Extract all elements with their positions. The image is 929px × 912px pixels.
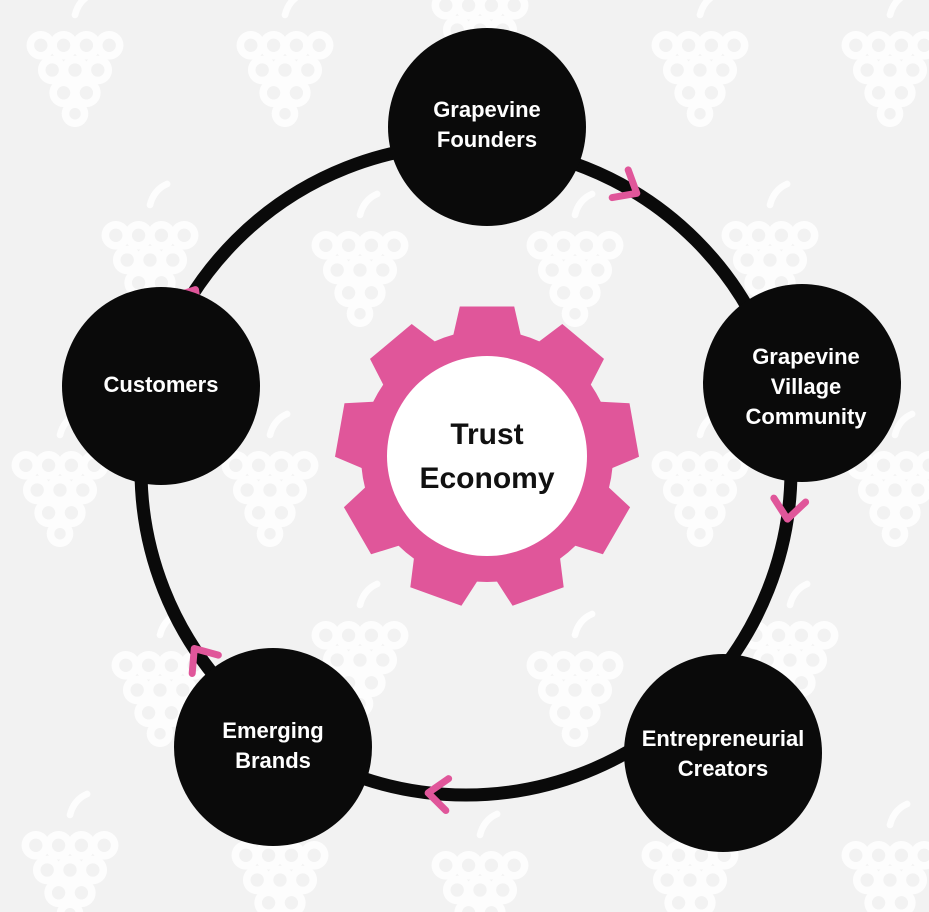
node-label: Creators xyxy=(678,756,768,781)
chevron-arrow-icon xyxy=(608,166,641,202)
node-customers: Customers xyxy=(62,287,260,485)
node-label: Entrepreneurial xyxy=(642,726,805,751)
node-label: Grapevine xyxy=(433,97,541,122)
node-label: Community xyxy=(746,404,868,429)
node-label: Emerging xyxy=(222,718,323,743)
center-hub xyxy=(387,356,587,556)
node-grapevine-founders: Grapevine Founders xyxy=(388,28,586,226)
gear-icon: Trust Economy xyxy=(335,306,639,606)
node-label: Village xyxy=(771,374,842,399)
node-label: Founders xyxy=(437,127,537,152)
node-label: Customers xyxy=(104,372,219,397)
node-emerging-brands: Emerging Brands xyxy=(174,648,372,846)
chevron-arrow-icon xyxy=(188,645,222,677)
node-entrepreneurial-creators: Entrepreneurial Creators xyxy=(624,654,822,852)
center-label-line-2: Economy xyxy=(419,462,554,495)
node-grapevine-village-community: Grapevine Village Community xyxy=(703,284,901,482)
node-label: Brands xyxy=(235,748,311,773)
chevron-arrow-icon xyxy=(770,494,810,523)
node-label: Grapevine xyxy=(752,344,860,369)
chevron-arrow-icon xyxy=(424,775,453,815)
center-label: Trust xyxy=(450,418,523,451)
